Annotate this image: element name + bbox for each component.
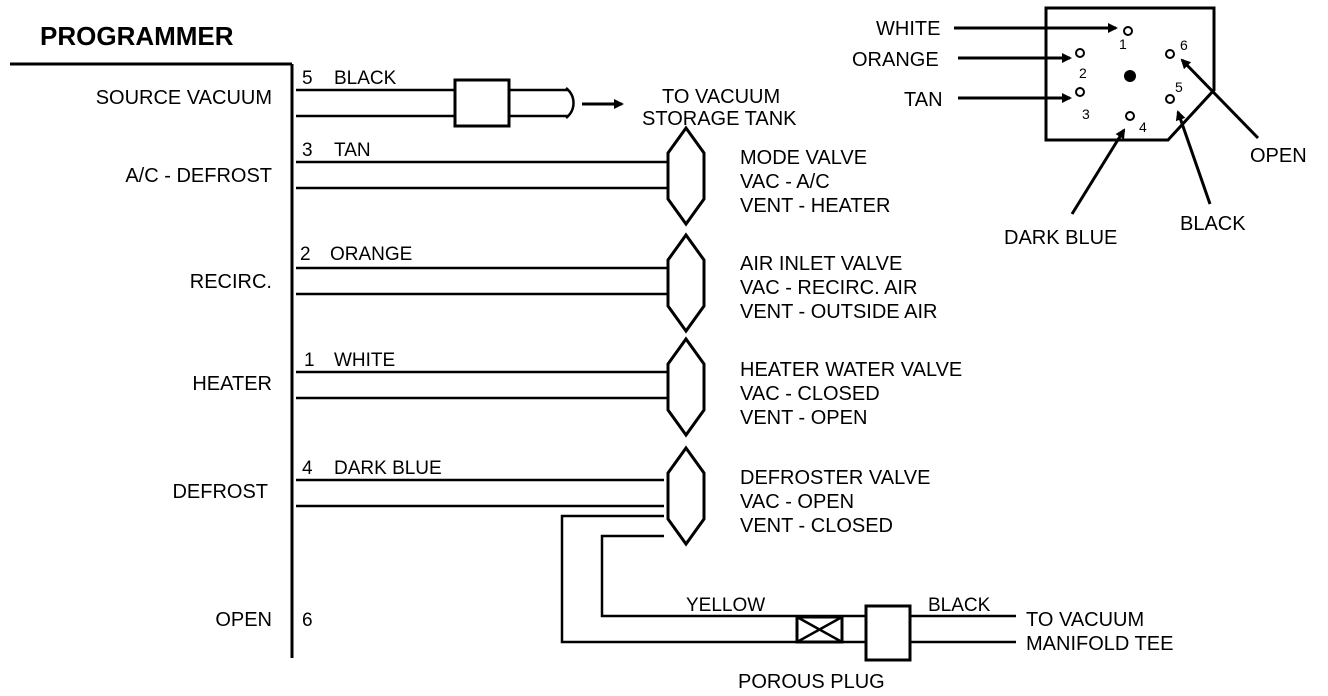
mode-valve-vac: VAC - A/C (740, 171, 830, 193)
pin-6 (1165, 49, 1175, 59)
connector-label-orange: ORANGE (852, 49, 939, 71)
porous-plug-symbol (795, 615, 844, 644)
port-label-open: OPEN (215, 609, 272, 631)
center-dot (1124, 70, 1136, 82)
pin-number-2: 2 (1079, 65, 1087, 81)
manifold-tee-connector (864, 604, 1016, 662)
connector-callouts (954, 23, 1260, 215)
wire-number-black: 5 (302, 68, 313, 89)
connector-label-white: WHITE (876, 18, 940, 40)
pin-1 (1123, 26, 1133, 36)
defroster-valve-name: DEFROSTER VALVE (740, 467, 930, 489)
valve-descriptions: MODE VALVE VAC - A/C VENT - HEATER AIR I… (740, 147, 962, 537)
black-hose-label: BLACK (928, 595, 991, 616)
manifold-lines (560, 514, 866, 644)
air-inlet-valve-vac: VAC - RECIRC. AIR (740, 277, 917, 299)
defroster-valve-vac: VAC - OPEN (740, 491, 854, 513)
connector-label-dark-blue: DARK BLUE (1004, 227, 1117, 249)
wire-number-open: 6 (302, 610, 313, 631)
storage-tank-label-line1: TO VACUUM (662, 86, 780, 108)
wire-color-dark-blue: DARK BLUE (334, 458, 442, 479)
wire-color-tan: TAN (334, 140, 371, 161)
valve-lines (296, 160, 668, 508)
heater-water-valve-name: HEATER WATER VALVE (740, 359, 962, 381)
yellow-hose-label: YELLOW (686, 595, 765, 616)
wire-number-orange: 2 (300, 244, 311, 265)
wire-number-white: 1 (304, 350, 315, 371)
port-label-defrost: DEFROST (172, 481, 268, 503)
wire-color-orange: ORANGE (330, 244, 412, 265)
mode-valve-symbol (666, 125, 706, 227)
wire-number-tan: 3 (302, 140, 313, 161)
programmer-port-labels: SOURCE VACUUM A/C - DEFROST RECIRC. HEAT… (96, 87, 272, 631)
defroster-valve-vent: VENT - CLOSED (740, 515, 893, 537)
defroster-valve-symbol (666, 445, 706, 547)
porous-plug-label: POROUS PLUG (738, 671, 885, 693)
air-inlet-valve-name: AIR INLET VALVE (740, 253, 902, 275)
pin-number-1: 1 (1119, 36, 1127, 52)
manifold-tee-label-line2: MANIFOLD TEE (1026, 633, 1173, 655)
pin-3 (1075, 87, 1085, 97)
pin-number-4: 4 (1139, 119, 1147, 135)
air-inlet-valve-symbol (666, 232, 706, 334)
port-label-recirc: RECIRC. (190, 271, 272, 293)
source-vacuum-line (296, 78, 624, 128)
wire-number-dark-blue: 4 (302, 458, 313, 479)
pin-4 (1125, 111, 1135, 121)
heater-water-valve-symbol (666, 336, 706, 438)
air-inlet-valve-vent: VENT - OUTSIDE AIR (740, 301, 937, 323)
pin-2 (1075, 48, 1085, 58)
pin-5 (1165, 94, 1175, 104)
pin-number-3: 3 (1082, 106, 1090, 122)
programmer-body (10, 62, 294, 658)
wire-color-white: WHITE (334, 350, 395, 371)
pin-number-6: 6 (1180, 37, 1188, 53)
mode-valve-vent: VENT - HEATER (740, 195, 890, 217)
connector-label-open: OPEN (1250, 145, 1307, 167)
mode-valve-name: MODE VALVE (740, 147, 867, 169)
port-label-heater: HEATER (192, 373, 272, 395)
storage-tank-label-line2: STORAGE TANK (642, 108, 797, 130)
programmer-title: PROGRAMMER (40, 21, 234, 51)
connector-label-tan: TAN (904, 89, 943, 111)
connector-label-black: BLACK (1180, 213, 1246, 235)
port-label-ac-defrost: A/C - DEFROST (125, 165, 272, 187)
wire-labels: 5 BLACK 3 TAN 2 ORANGE 1 WHITE 4 DARK BL… (300, 68, 442, 631)
heater-water-valve-vac: VAC - CLOSED (740, 383, 880, 405)
manifold-tee-label-line1: TO VACUUM (1026, 609, 1144, 631)
pin-number-5: 5 (1175, 79, 1183, 95)
heater-water-valve-vent: VENT - OPEN (740, 407, 867, 429)
vacuum-connector: 1 2 3 4 5 6 (1044, 6, 1216, 142)
port-label-source-vacuum: SOURCE VACUUM (96, 87, 272, 109)
wire-color-black: BLACK (334, 68, 397, 89)
